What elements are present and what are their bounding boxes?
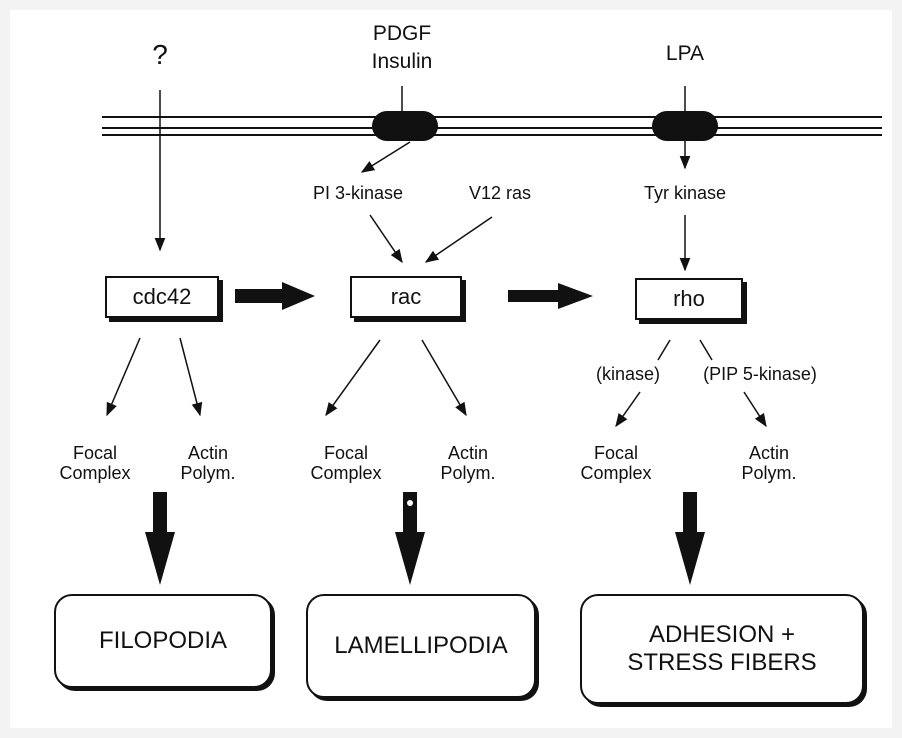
arrow-kinase-to-focal — [615, 391, 641, 428]
label-pi3-kinase: PI 3-kinase — [312, 183, 404, 203]
label-v12-ras: V12 ras — [468, 183, 532, 203]
arrow-pip5k-to-actin — [743, 391, 767, 428]
arrow-rac-to-actin — [421, 339, 467, 417]
rac-arrow-dot — [407, 500, 413, 506]
arrow-cdc42-to-filopodia — [145, 492, 175, 585]
arrow-cdc42-to-actin — [179, 337, 203, 417]
node-rac: rac — [350, 276, 462, 318]
input-unknown: ? — [152, 39, 168, 70]
arrow-receptor-to-pi3k — [360, 141, 411, 173]
cdc42-focal-complex: Focal Complex — [59, 443, 131, 483]
rac-focal-complex: Focal Complex — [310, 443, 382, 483]
label-tyr-kinase: Tyr kinase — [643, 183, 727, 203]
arrow-ras-to-rac — [424, 216, 493, 263]
outcome-lamellipodia: LAMELLIPODIA — [306, 594, 536, 698]
rac-actin-polym: Actin Polym. — [440, 443, 496, 483]
arrow-rac-to-lamellipodia — [395, 492, 425, 585]
arrow-cdc42-to-rac — [235, 282, 315, 310]
input-lpa: LPA — [665, 42, 705, 65]
node-rho: rho — [635, 278, 743, 320]
outcome-adhesion-stress-fibers: ADHESION + STRESS FIBERS — [580, 594, 864, 704]
arrow-pi3k-to-rac — [369, 214, 403, 264]
cell-membrane — [102, 116, 882, 136]
pdgf-receptor — [372, 111, 438, 141]
diagram-canvas: ? PDGF Insulin LPA PI 3-kinase V12 ras T… — [10, 10, 892, 728]
arrow-rac-to-focal — [325, 339, 381, 417]
arrow-rho-to-adhesion — [675, 492, 705, 585]
outcome-filopodia: FILOPODIA — [54, 594, 272, 688]
arrow-rho-to-kinase — [657, 339, 671, 361]
rho-focal-complex: Focal Complex — [580, 443, 652, 483]
cdc42-actin-polym: Actin Polym. — [180, 443, 236, 483]
rho-actin-polym: Actin Polym. — [741, 443, 797, 483]
label-pip5-kinase: (PIP 5-kinase) — [703, 364, 817, 384]
input-pdgf: PDGF — [372, 22, 432, 45]
arrow-rho-to-pip5k — [699, 339, 713, 361]
arrow-cdc42-to-focal — [106, 337, 141, 417]
node-cdc42: cdc42 — [105, 276, 219, 318]
arrow-rac-to-rho — [508, 283, 593, 309]
lpa-receptor — [652, 111, 718, 141]
input-insulin: Insulin — [371, 50, 433, 73]
diagram-graphics — [102, 86, 882, 585]
label-kinase: (kinase) — [595, 364, 661, 384]
